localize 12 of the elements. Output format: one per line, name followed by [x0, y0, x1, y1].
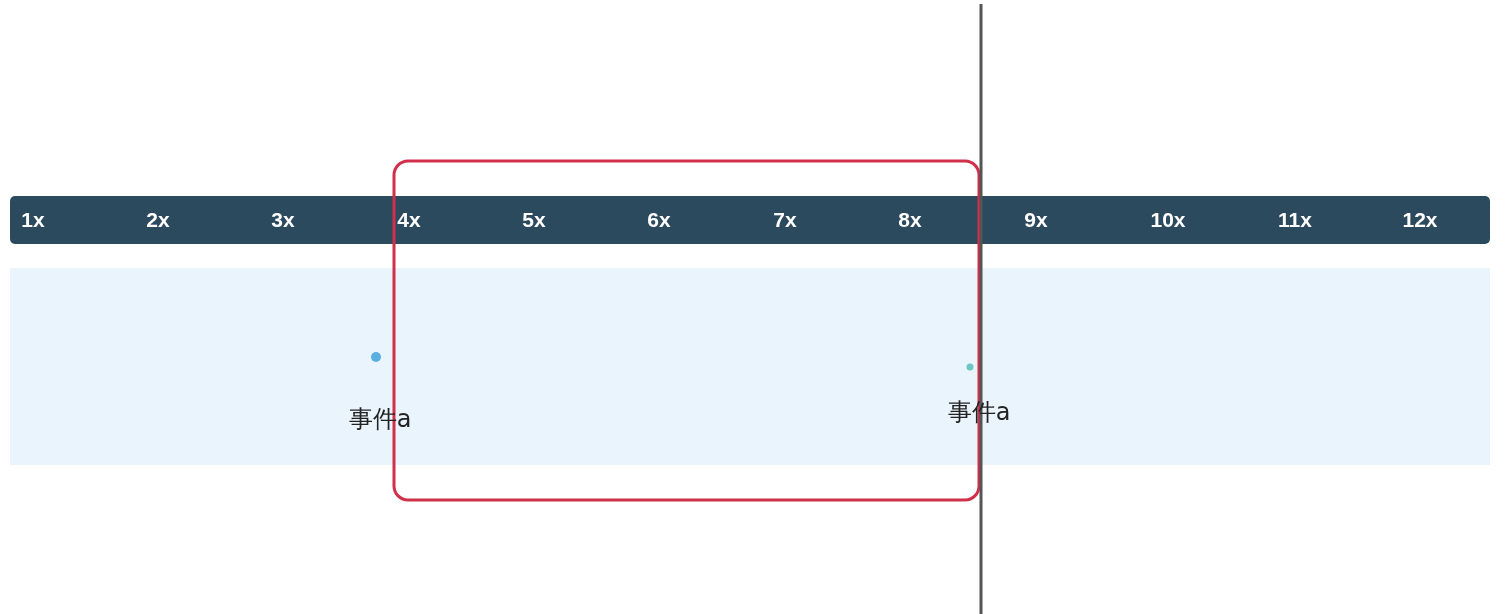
- tick-label: 2x: [146, 208, 170, 232]
- tick-label: 9x: [1024, 208, 1048, 232]
- tick-label: 4x: [397, 208, 421, 232]
- tick-label: 3x: [271, 208, 295, 232]
- tick-label: 6x: [647, 208, 671, 232]
- tick-label: 5x: [522, 208, 546, 232]
- tick-label: 8x: [898, 208, 922, 232]
- tick-label: 12x: [1402, 208, 1438, 232]
- tick-label: 7x: [773, 208, 797, 232]
- tick-label: 10x: [1150, 208, 1186, 232]
- tick-label: 1x: [21, 208, 45, 232]
- tick-label: 11x: [1278, 208, 1312, 232]
